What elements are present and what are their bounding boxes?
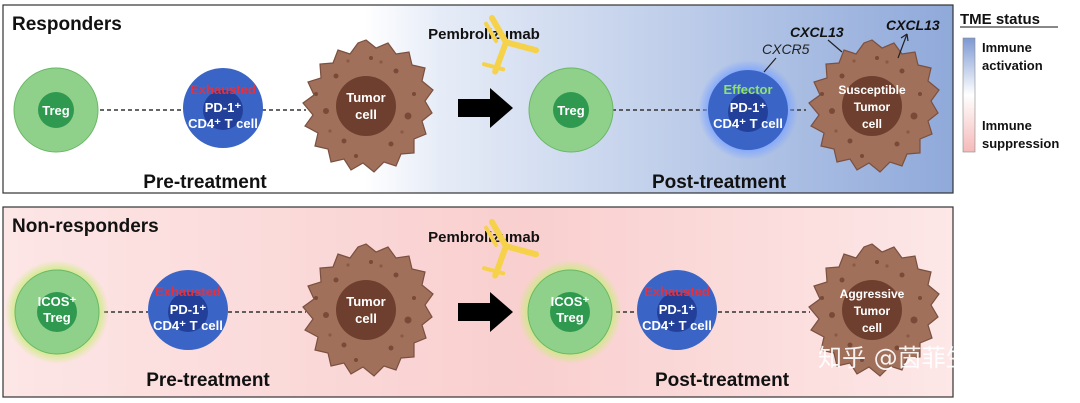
tumor-label: Tumor xyxy=(854,304,891,318)
cd4-label: CD4⁺ T cell xyxy=(642,318,712,333)
cd4-label: CD4⁺ T cell xyxy=(713,116,783,131)
treg-label: Treg xyxy=(43,310,71,325)
legend-activation-label: activation xyxy=(982,58,1043,73)
tumor-label: cell xyxy=(355,107,377,122)
cxcl13-label: CXCL13 xyxy=(790,24,844,40)
watermark: 知乎 @茵菲生物 xyxy=(818,344,994,372)
t-cell-pre: Exhausted PD-1⁺ CD4⁺ T cell xyxy=(183,68,263,148)
legend-suppression-label: suppression xyxy=(982,136,1059,151)
pd1-label: PD-1⁺ xyxy=(659,302,696,317)
t-cell-pre: Exhausted PD-1⁺ CD4⁺ T cell xyxy=(148,270,228,350)
treg-label: Treg xyxy=(557,103,585,118)
pd1-label: PD-1⁺ xyxy=(170,302,207,317)
secretion-arrow-icon xyxy=(897,33,908,59)
legend-activation-label: Immune xyxy=(982,40,1032,55)
legend-title: TME status xyxy=(960,11,1040,28)
t-cell-post: Exhausted PD-1⁺ CD4⁺ T cell xyxy=(637,270,717,350)
cxcl13-label: CXCL13 xyxy=(886,17,940,33)
tumor-label: Tumor xyxy=(346,90,385,105)
tumor-cell-aggressive: Aggressive Tumor cell xyxy=(808,243,940,377)
effector-label: Effector xyxy=(723,82,772,97)
receptor-pointer xyxy=(763,57,777,73)
pembrolizumab-label: Pembrolizumab xyxy=(428,26,540,43)
t-cell-post-effector: Effector PD-1⁺ CD4⁺ T cell xyxy=(698,60,798,160)
icos-treg-cell-post: ICOS⁺ Treg xyxy=(518,260,622,364)
pembrolizumab-label: Pembrolizumab xyxy=(428,229,540,246)
post-treatment-label: Post-treatment xyxy=(655,370,790,391)
tumor-label: Tumor xyxy=(346,294,385,309)
treg-cell-post: Treg xyxy=(528,67,614,153)
treg-label: Treg xyxy=(42,103,70,118)
cd4-label: CD4⁺ T cell xyxy=(188,116,258,131)
tumor-label: Aggressive xyxy=(840,287,905,301)
pd1-label: PD-1⁺ xyxy=(205,100,242,115)
tumor-label: Susceptible xyxy=(838,83,906,97)
tumor-label: cell xyxy=(862,321,882,335)
exhausted-label: Exhausted xyxy=(190,82,256,97)
responders-title: Responders xyxy=(12,14,122,35)
treatment-arrow-icon xyxy=(458,292,513,332)
pd1-label: PD-1⁺ xyxy=(730,100,767,115)
tumor-cell-pre: Tumor cell xyxy=(302,39,434,173)
cxcr5-label: CXCR5 xyxy=(762,41,810,57)
pre-treatment-label: Pre-treatment xyxy=(143,172,267,193)
pre-treatment-label: Pre-treatment xyxy=(146,370,270,391)
icos-label: ICOS⁺ xyxy=(38,294,77,309)
treg-cell-pre: Treg xyxy=(13,67,99,153)
tumor-label: cell xyxy=(355,311,377,326)
post-treatment-label: Post-treatment xyxy=(652,172,787,193)
icos-label: ICOS⁺ xyxy=(551,294,590,309)
treatment-arrow-icon xyxy=(458,88,513,128)
legend-gradient-bar xyxy=(962,37,976,153)
tumor-label: Tumor xyxy=(854,100,891,114)
chemokine-pointer xyxy=(827,39,843,53)
tumor-label: cell xyxy=(862,117,882,131)
exhausted-label: Exhausted xyxy=(155,284,221,299)
legend-suppression-label: Immune xyxy=(982,118,1032,133)
tumor-cell-susceptible: Susceptible Tumor cell xyxy=(808,39,940,173)
tumor-cell-pre: Tumor cell xyxy=(302,243,434,377)
icos-treg-cell-pre: ICOS⁺ Treg xyxy=(5,260,109,364)
cd4-label: CD4⁺ T cell xyxy=(153,318,223,333)
non-responders-title: Non-responders xyxy=(12,216,159,237)
exhausted-label: Exhausted xyxy=(644,284,710,299)
treg-label: Treg xyxy=(556,310,584,325)
